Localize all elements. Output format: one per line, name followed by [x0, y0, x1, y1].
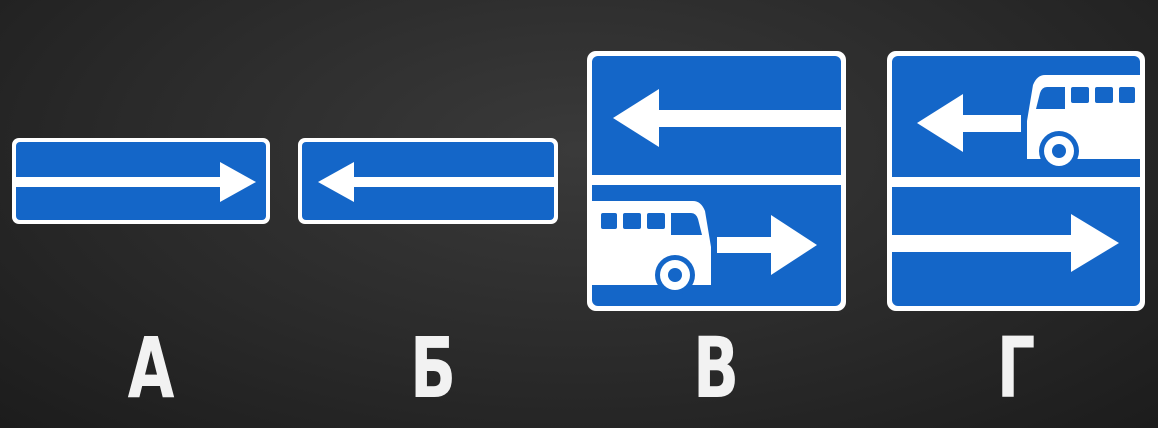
lane-arrow-right-sign-icon — [12, 138, 270, 224]
sign-label-a: А — [127, 319, 175, 417]
lanes-left-arrow-and-bus-lane-right-sign-icon — [587, 51, 846, 311]
sign-v — [587, 51, 846, 311]
sign-label-b: Б — [409, 319, 457, 417]
bus-icon — [592, 201, 711, 295]
lanes-bus-lane-left-and-right-arrow-sign-icon — [887, 51, 1145, 311]
lane-arrow-left-sign-icon — [298, 138, 558, 224]
bus-icon — [1027, 75, 1140, 171]
sign-b — [298, 138, 558, 224]
sign-a — [12, 138, 270, 224]
sign-label-g: Г — [996, 319, 1036, 417]
sign-label-v: В — [692, 319, 740, 417]
sign-g — [887, 51, 1145, 311]
